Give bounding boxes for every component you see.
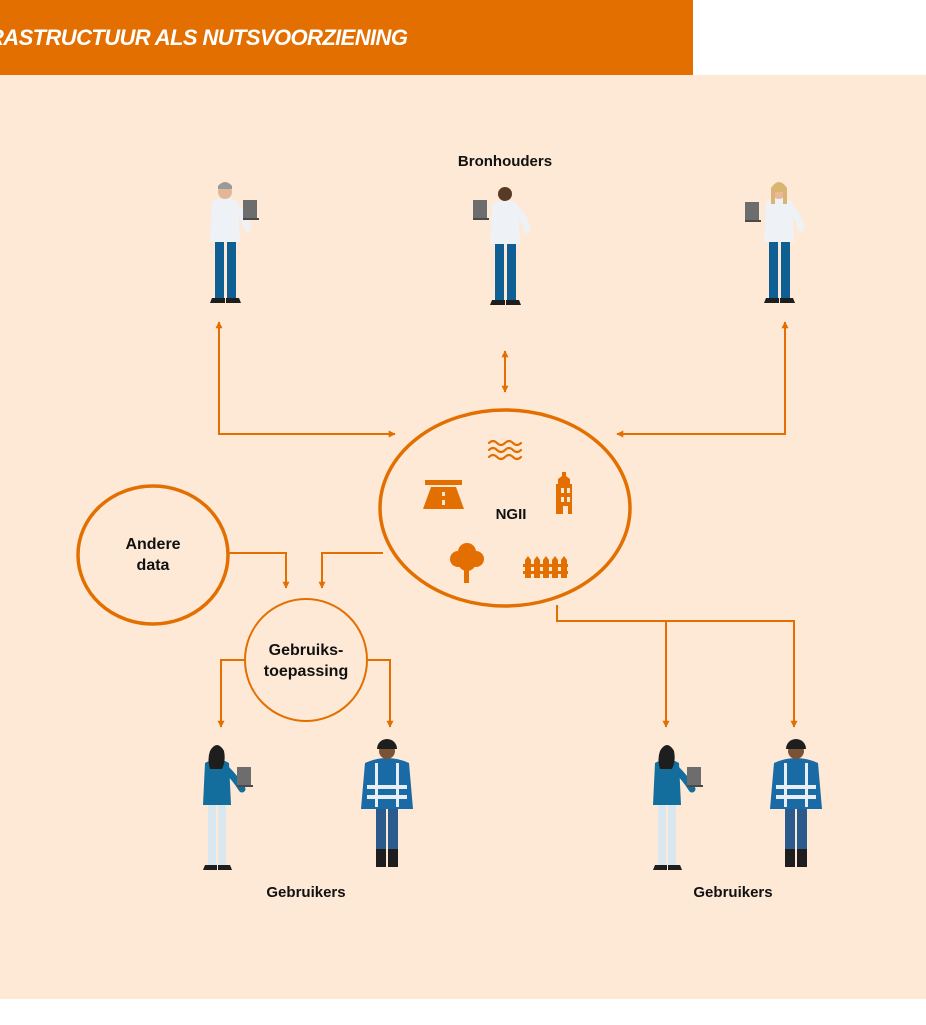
- building-icon: [556, 472, 572, 514]
- gebruikstoepassing-circle: [244, 598, 368, 722]
- banner-title: RASTRUCTUUR ALS NUTSVOORZIENING: [0, 25, 408, 50]
- label-gebruikstoepassing: Gebruiks- toepassing: [264, 640, 348, 682]
- water-waves-icon: [487, 439, 523, 461]
- label-gebruikstoepassing-line1: Gebruiks-: [268, 642, 344, 659]
- label-andere-data: Andere data: [125, 534, 180, 576]
- andere-data-circle: [76, 484, 230, 626]
- connectors: [215, 321, 798, 728]
- arrow-ngii-users: [556, 605, 798, 728]
- fence-icon: [523, 556, 568, 578]
- arrow-ngii-to-toepassing: [318, 552, 383, 589]
- arrow-left-bronhouder: [215, 321, 396, 438]
- bronhouder-person-left: [210, 182, 259, 303]
- arrow-toepassing-right: [368, 659, 394, 728]
- label-gebruikers-right: Gebruikers: [693, 884, 773, 901]
- road-icon: [423, 480, 464, 509]
- title-banner: RASTRUCTUUR ALS NUTSVOORZIENING: [0, 0, 693, 75]
- ngii-circle: [378, 408, 632, 608]
- label-bronhouders: Bronhouders: [457, 153, 553, 170]
- tree-icon: [450, 543, 484, 583]
- label-ngii: NGII: [495, 506, 527, 523]
- bronhouder-person-right: [745, 182, 801, 303]
- label-gebruikstoepassing-line2: toepassing: [263, 663, 349, 680]
- label-gebruikers-left: Gebruikers: [266, 884, 346, 901]
- arrow-toepassing-left: [217, 659, 244, 728]
- label-andere-data-line2: data: [136, 557, 170, 574]
- arrow-andere-data: [229, 552, 290, 589]
- arrow-right-bronhouder: [616, 321, 789, 438]
- label-andere-data-line1: Andere: [125, 536, 181, 553]
